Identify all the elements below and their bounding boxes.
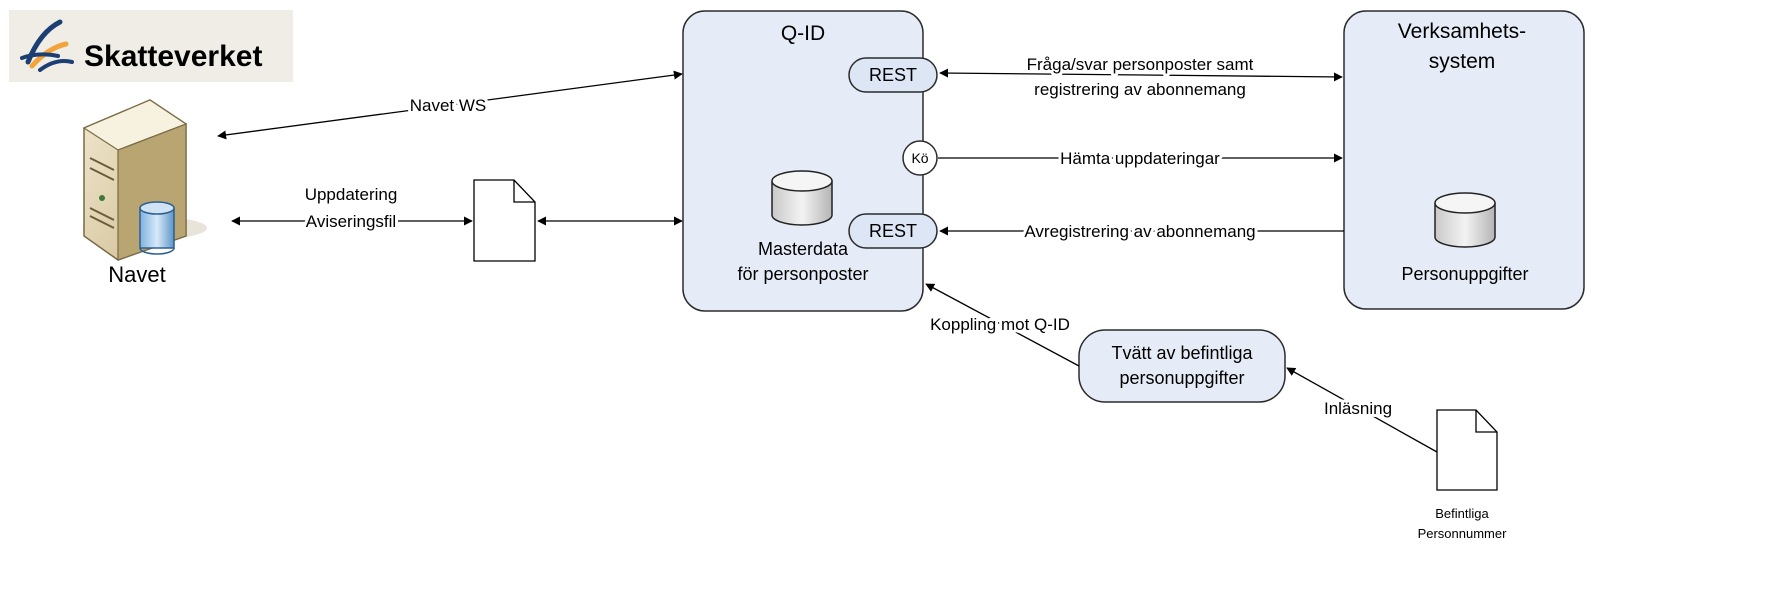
rest-port-bottom: REST	[848, 213, 938, 249]
qid-title: Q-ID	[781, 22, 825, 45]
qid-db-label-line2: för personposter	[737, 264, 868, 284]
navet-node: Navet	[82, 99, 207, 287]
file-left	[473, 179, 536, 262]
queue-port: Kö	[902, 140, 938, 176]
logo-swirl-icon	[20, 19, 74, 72]
qid-box: Q-ID Masterdata för personposter	[682, 10, 924, 312]
label-update-line1: Uppdatering	[305, 185, 398, 204]
skatteverket-logo: Skatteverket	[9, 10, 293, 82]
server-database-icon	[82, 99, 207, 261]
verksamhet-box: Verksamhets- system Personuppgifter	[1343, 10, 1585, 310]
label-update-line2: Aviseringsfil	[306, 212, 396, 231]
navet-label: Navet	[108, 262, 165, 287]
tvatt-box: Tvätt av befintliga personuppgifter	[1078, 329, 1286, 403]
document-icon	[1436, 409, 1498, 491]
verksamhet-db-label: Personuppgifter	[1401, 264, 1528, 284]
file-right-label-line1: Befintliga	[1435, 506, 1489, 521]
connector-query	[939, 68, 1343, 82]
connector-navet-ws	[217, 70, 683, 140]
rest-port-top: REST	[848, 57, 938, 93]
label-fetch-updates: Hämta uppdateringar	[1060, 149, 1220, 168]
label-query-line1: Fråga/svar personposter samt	[1027, 55, 1254, 74]
verksamhet-title-line2: system	[1429, 50, 1496, 73]
rest-top-label: REST	[869, 65, 917, 85]
tvatt-label-line2: personuppgifter	[1119, 368, 1244, 388]
connector-link-qid	[925, 283, 1080, 367]
file-right: Befintliga Personnummer	[1418, 409, 1508, 541]
logo-text: Skatteverket	[84, 40, 262, 73]
database-icon	[771, 170, 833, 226]
label-load: Inläsning	[1324, 399, 1392, 418]
rest-bottom-label: REST	[869, 221, 917, 241]
verksamhet-title-line1: Verksamhets-	[1398, 20, 1526, 43]
connector-load	[1286, 367, 1438, 453]
label-unregister: Avregistrering av abonnemang	[1024, 222, 1255, 241]
file-right-label-line2: Personnummer	[1418, 526, 1508, 541]
label-link-qid: Koppling mot Q-ID	[930, 315, 1070, 334]
connectors	[217, 68, 1438, 453]
database-icon	[1434, 192, 1496, 248]
label-navet-ws: Navet WS	[410, 96, 487, 115]
label-query-line2: registrering av abonnemang	[1034, 80, 1246, 99]
document-icon	[473, 179, 536, 262]
qid-db-label-line1: Masterdata	[758, 239, 849, 259]
tvatt-label-line1: Tvätt av befintliga	[1111, 343, 1253, 363]
queue-label: Kö	[911, 150, 928, 166]
